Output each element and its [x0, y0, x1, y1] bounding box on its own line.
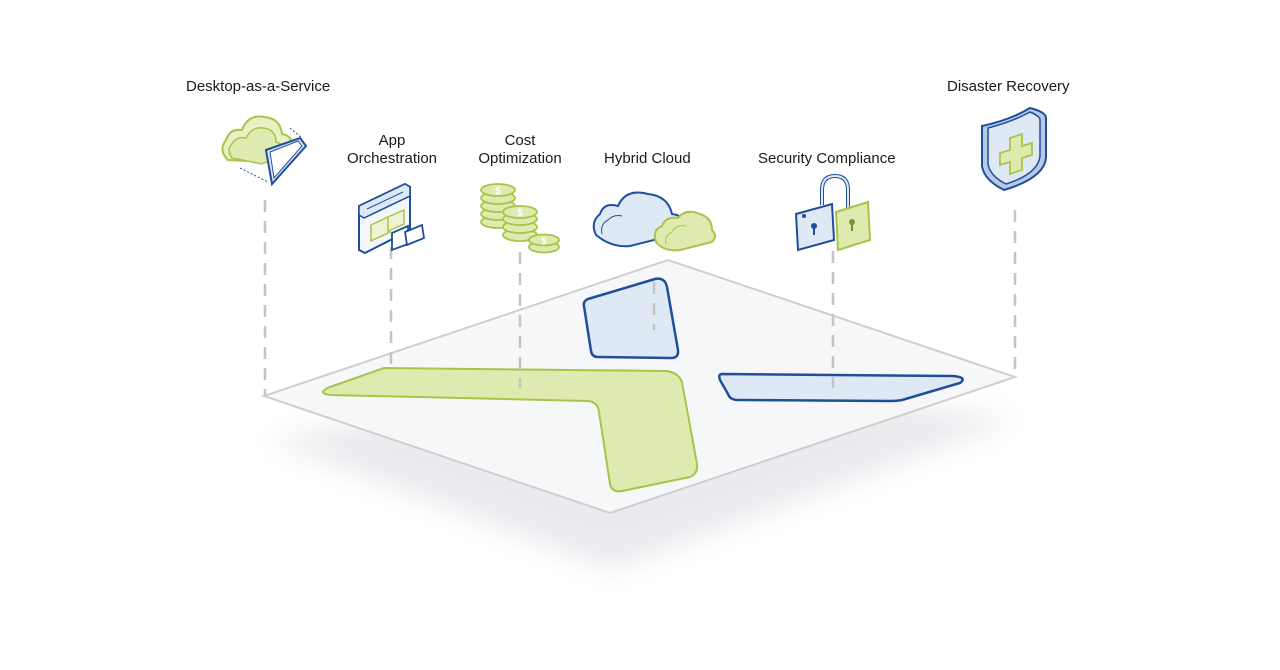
label-security-compliance: Security Compliance [758, 150, 896, 167]
padlocks-icon [794, 173, 872, 252]
logo-blue-right [718, 372, 964, 403]
label-app-line2: Orchestration [346, 150, 438, 167]
cloud-desktop-icon [221, 115, 308, 187]
label-disaster-recovery: Disaster Recovery [947, 78, 1070, 95]
clouds-icon [592, 191, 716, 252]
label-hybrid-cloud: Hybrid Cloud [604, 150, 691, 167]
shield-cross-icon [981, 106, 1047, 192]
label-cost-optimization: Cost Optimization [470, 132, 570, 168]
svg-text:$: $ [517, 208, 523, 219]
svg-text:$: $ [541, 236, 546, 246]
label-cost-line2: Optimization [478, 150, 562, 167]
app-window-icon [358, 182, 425, 255]
logo-green-chevron [322, 366, 699, 493]
label-app-orchestration: App Orchestration [342, 132, 442, 168]
label-desktop-as-a-service: Desktop-as-a-Service [186, 78, 331, 95]
logo-blue-top [582, 277, 680, 360]
coin-stack-icon: $ $ $ [480, 183, 560, 254]
label-cost-line1: Cost [504, 132, 536, 149]
label-app-line1: App [378, 132, 406, 149]
svg-text:$: $ [495, 186, 501, 197]
connectors [263, 200, 1017, 395]
